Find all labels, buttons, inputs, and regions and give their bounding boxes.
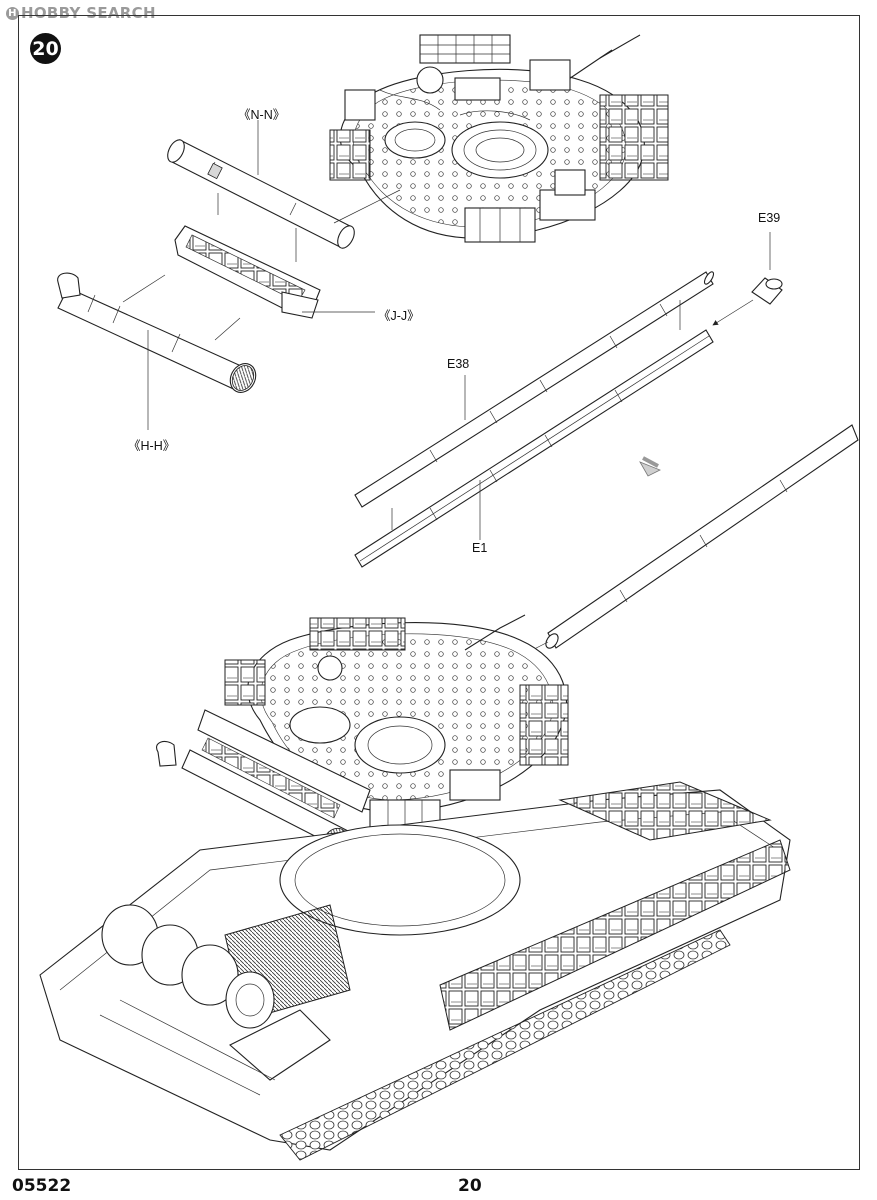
- part-label-e1: E1: [472, 541, 488, 555]
- stowage-bin-n-n: [167, 139, 355, 249]
- exhaust-pipe-h-h: [57, 272, 257, 393]
- hobby-search-watermark: H HOBBY SEARCH: [6, 4, 156, 22]
- part-label-e39: E39: [758, 211, 781, 225]
- part-label-j-j: 《J-J》: [378, 309, 420, 323]
- turret-assembled: [156, 614, 569, 857]
- direction-arrow-icon: [639, 456, 661, 477]
- muzzle-part-e39: [751, 277, 783, 305]
- part-label-e38: E38: [447, 357, 470, 371]
- barrel-e38: [354, 271, 715, 508]
- product-code: 05522: [12, 1176, 72, 1196]
- watermark-text: HOBBY SEARCH: [21, 4, 156, 22]
- watermark-logo-icon: H: [6, 6, 19, 20]
- rack-part-j-j: [174, 225, 321, 319]
- fuel-drums: [101, 904, 275, 1029]
- part-label-n-n: 《N-N》: [238, 108, 286, 122]
- barrel-e1: [354, 329, 714, 568]
- page-number: 20: [458, 1176, 482, 1196]
- page-frame: [18, 15, 860, 1170]
- step-number-badge: 20: [30, 33, 61, 64]
- turret-top-view: [329, 34, 669, 243]
- tank-hull: [39, 781, 791, 1161]
- part-label-h-h: 《H-H》: [128, 439, 176, 453]
- barrel-assembled: [545, 424, 859, 649]
